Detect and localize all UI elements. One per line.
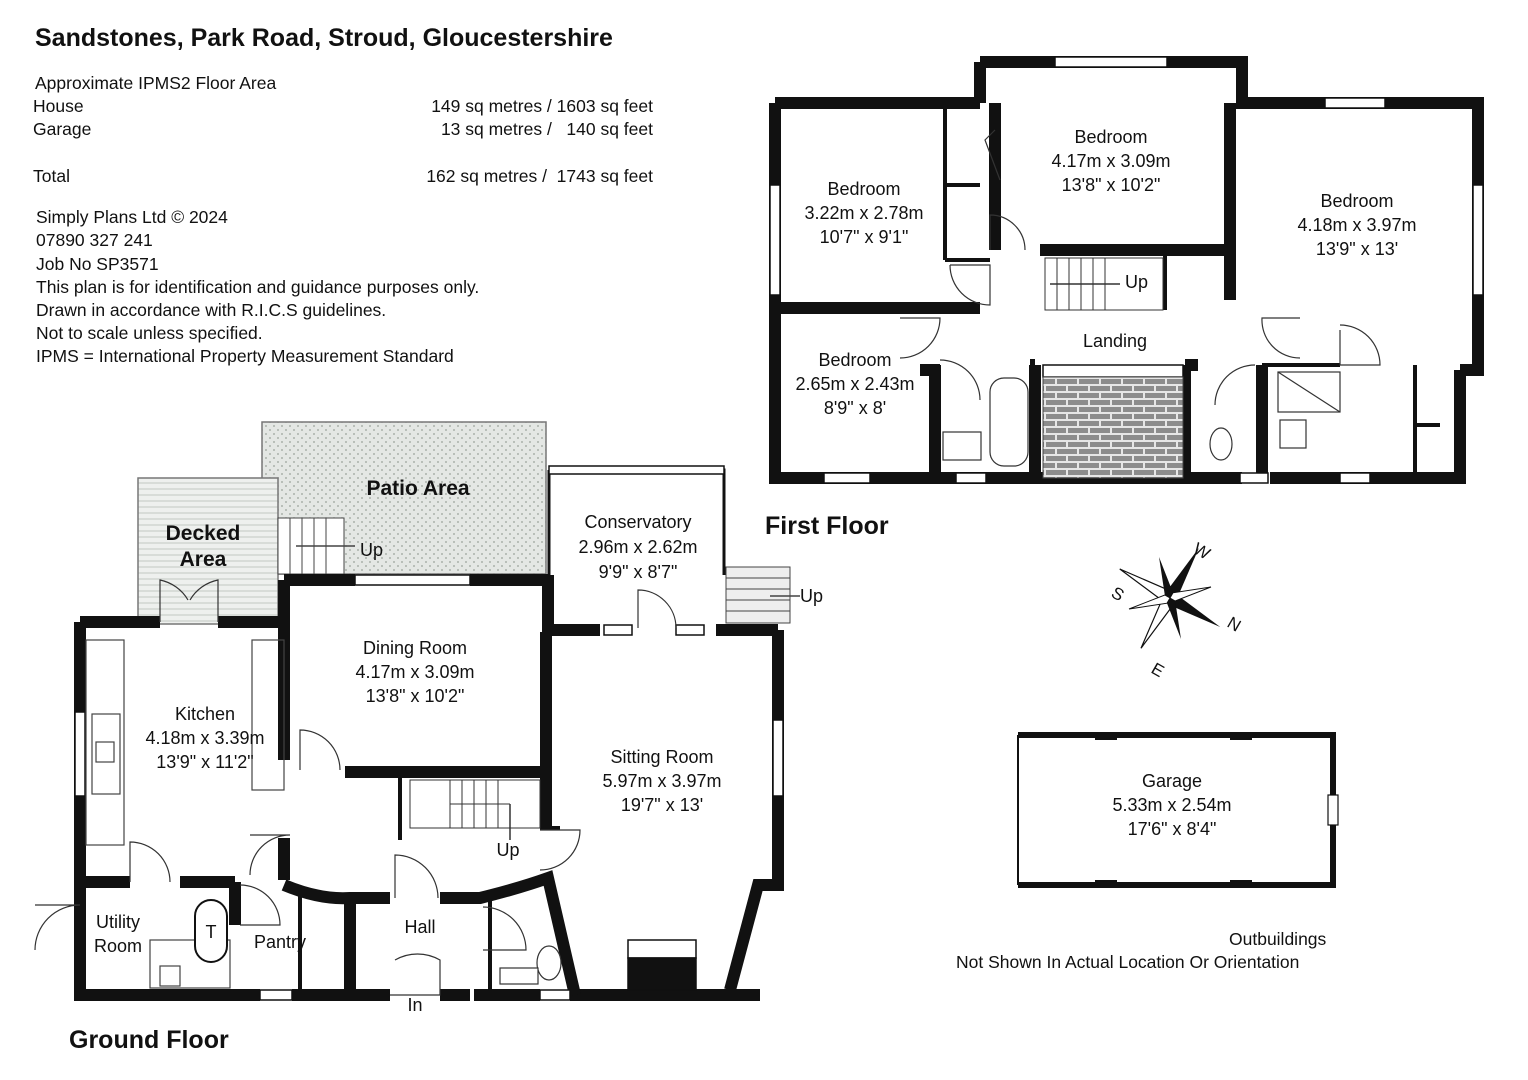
conservatory-imperial: 9'9" x 8'7": [599, 562, 678, 582]
bed3-name: Bedroom: [1320, 191, 1393, 211]
first-stairs: [1044, 257, 1164, 311]
area-label: House: [33, 96, 84, 116]
area-label: Total: [33, 166, 70, 186]
dining-name: Dining Room: [363, 638, 467, 658]
patio-up-label: Up: [360, 540, 383, 560]
compass-e: E: [1148, 659, 1167, 681]
bed2-metric: 4.17m x 3.09m: [1051, 151, 1170, 171]
first-windows: [769, 56, 1484, 484]
area-value: 13 sq metres / 140 sq feet: [440, 119, 653, 139]
company-phone: 07890 327 241: [36, 230, 153, 250]
compass-s: S: [1108, 583, 1127, 605]
first-stairs-up-label: Up: [1125, 272, 1148, 292]
disclaimer-line: IPMS = International Property Measuremen…: [36, 346, 454, 366]
area-row-garage: Garage 13 sq metres / 140 sq feet: [33, 119, 653, 141]
conservatory-frame: [547, 465, 726, 575]
kitchen-fittings: [85, 639, 285, 989]
patio-label: Patio Area: [366, 477, 469, 500]
disclaimer-line: Not to scale unless specified.: [36, 323, 263, 343]
ground-floor-label: Ground Floor: [69, 1026, 229, 1054]
bed4-name: Bedroom: [818, 350, 891, 370]
bed4-imperial: 8'9" x 8': [824, 398, 886, 418]
landing-label: Landing: [1083, 331, 1147, 351]
area-heading: Approximate IPMS2 Floor Area: [35, 73, 277, 93]
dining-metric: 4.17m x 3.09m: [355, 662, 474, 682]
company-name: Simply Plans Ltd © 2024: [36, 207, 228, 227]
ground-floor-plan: T: [34, 421, 823, 1015]
hall-wc: [499, 945, 562, 985]
utility-label-1: Utility: [96, 912, 140, 932]
patio-steps: [277, 517, 355, 575]
stairs-up-label: Up: [496, 840, 519, 860]
area-row-house: House 149 sq metres / 1603 sq feet: [33, 96, 653, 118]
first-doors: [899, 129, 1381, 406]
kitchen-metric: 4.18m x 3.39m: [145, 728, 264, 748]
garage-metric: 5.33m x 2.54m: [1112, 795, 1231, 815]
conservatory-up-label: Up: [800, 586, 823, 606]
compass-rose: [1119, 547, 1221, 649]
garage-imperial: 17'6" x 8'4": [1128, 819, 1217, 839]
bed1-name: Bedroom: [827, 179, 900, 199]
utility-label-2: Room: [94, 936, 142, 956]
conservatory-metric: 2.96m x 2.62m: [578, 537, 697, 557]
garage-plan: Garage 5.33m x 2.54m 17'6" x 8'4": [1017, 732, 1339, 888]
bed1-imperial: 10'7" x 9'1": [820, 227, 909, 247]
bed2-name: Bedroom: [1074, 127, 1147, 147]
bathroom-fittings: [942, 371, 1341, 467]
area-value: 162 sq metres / 1743 sq feet: [426, 166, 653, 186]
ground-stairs: [409, 779, 541, 840]
ground-interior-walls: [298, 775, 560, 995]
decked-label-2: Area: [180, 548, 227, 571]
sitting-name: Sitting Room: [610, 747, 713, 767]
outbuildings-note: Not Shown In Actual Location Or Orientat…: [956, 952, 1300, 972]
plan-title: Sandstones, Park Road, Stroud, Glouceste…: [35, 24, 613, 52]
stairwell: [1042, 376, 1184, 479]
tank-label: T: [206, 922, 217, 942]
area-label: Garage: [33, 119, 92, 139]
decked-label-1: Decked: [166, 522, 241, 545]
job-number: Job No SP3571: [36, 254, 159, 274]
kitchen-name: Kitchen: [175, 704, 235, 724]
conservatory-steps: [725, 566, 800, 624]
tank: T: [194, 899, 228, 963]
garage-name: Garage: [1142, 771, 1202, 791]
entrance-label: In: [407, 995, 422, 1015]
disclaimer-line: This plan is for identification and guid…: [36, 277, 480, 297]
bed3-imperial: 13'9" x 13': [1316, 239, 1398, 259]
sitting-metric: 5.97m x 3.97m: [602, 771, 721, 791]
sitting-imperial: 19'7" x 13': [621, 795, 703, 815]
compass-n: N: [1224, 613, 1244, 636]
dining-imperial: 13'8" x 10'2": [366, 686, 465, 706]
outbuildings-label: Outbuildings: [1229, 929, 1327, 949]
bed3-metric: 4.18m x 3.97m: [1297, 215, 1416, 235]
disclaimer-line: Drawn in accordance with R.I.C.S guideli…: [36, 300, 387, 320]
bed4-metric: 2.65m x 2.43m: [795, 374, 914, 394]
conservatory-name: Conservatory: [584, 512, 691, 532]
ground-windows: [74, 574, 784, 1001]
decked-area: [137, 477, 279, 625]
kitchen-imperial: 13'9" x 11'2": [156, 752, 253, 772]
ground-doors: [34, 579, 677, 996]
first-floor-label: First Floor: [765, 512, 889, 540]
bed2-imperial: 13'8" x 10'2": [1062, 175, 1161, 195]
area-value: 149 sq metres / 1603 sq feet: [431, 96, 653, 116]
first-floor-plan: Bedroom 3.22m x 2.78m 10'7" x 9'1" Bedro…: [769, 56, 1484, 484]
pantry-label: Pantry: [254, 932, 306, 952]
first-interior-walls: [943, 103, 1440, 478]
hall-label: Hall: [404, 917, 435, 937]
bed1-metric: 3.22m x 2.78m: [804, 203, 923, 223]
area-row-total: Total 162 sq metres / 1743 sq feet: [33, 166, 653, 188]
